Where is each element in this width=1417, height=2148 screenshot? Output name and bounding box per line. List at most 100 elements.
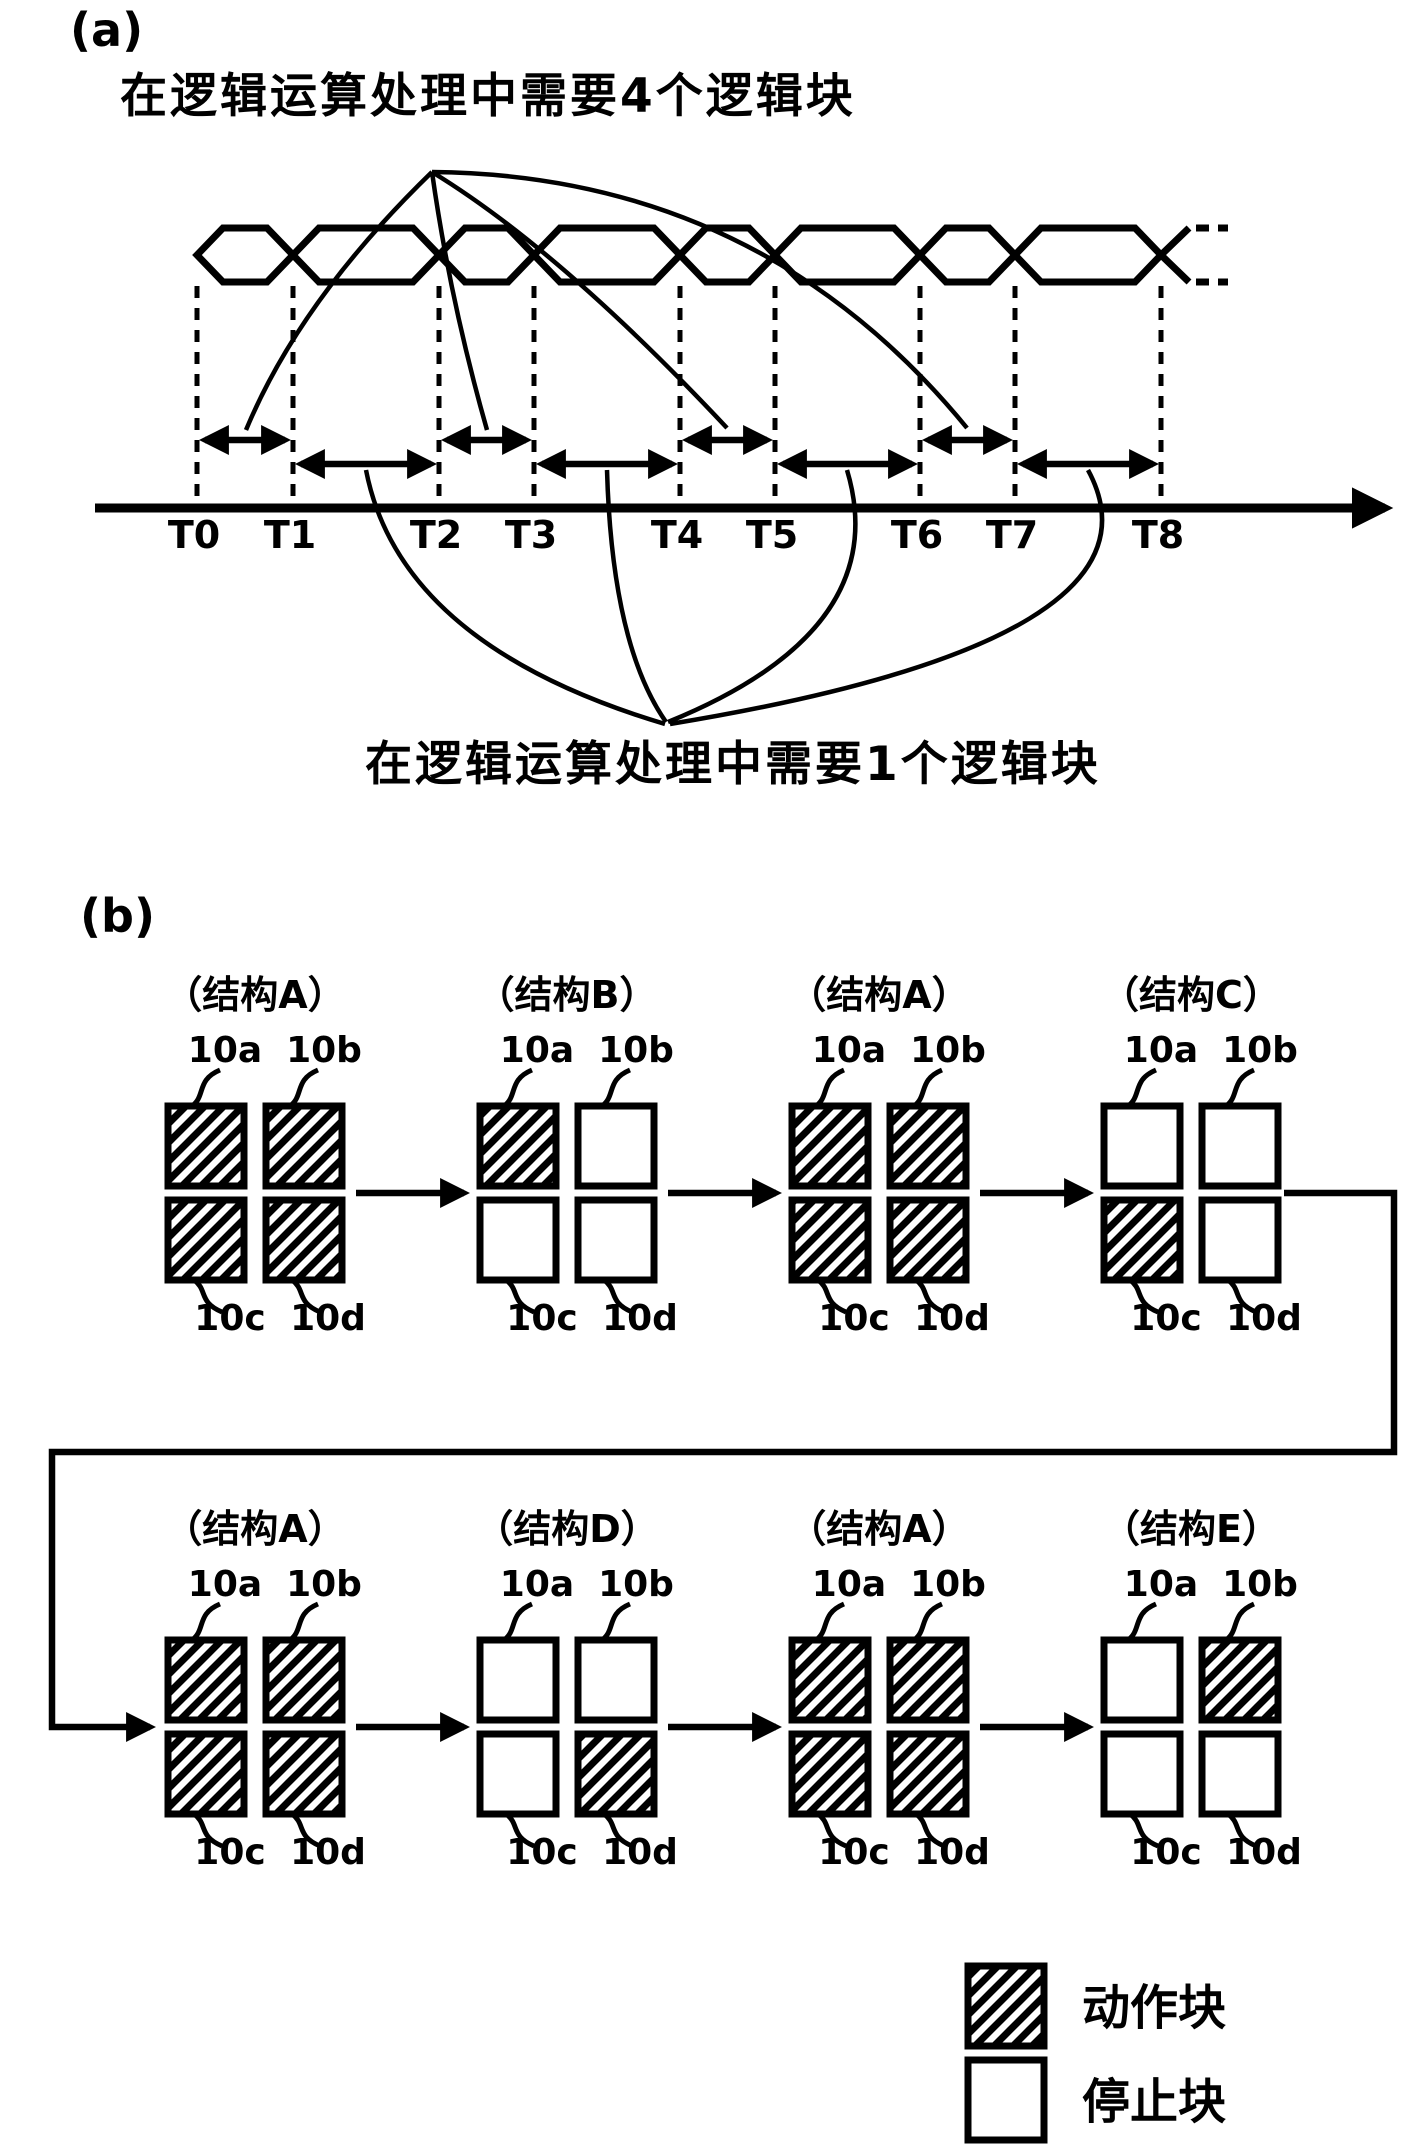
logic-block-10d [1198,1730,1282,1818]
legend-stopped-label: 停止块 [1082,2074,1226,2130]
logic-block-10b [1198,1102,1282,1190]
time-label: T5 [746,513,798,557]
logic-block-10a [1100,1102,1184,1190]
block-leader [288,1601,320,1643]
block-leader [192,1811,224,1849]
structure-label: （结构E） [1102,1507,1280,1551]
time-label: T2 [410,513,462,557]
block-label-10a: 10a [500,1030,574,1071]
block-leader [192,1277,224,1315]
logic-block-10b [262,1636,346,1724]
block-leader [1226,1811,1258,1849]
block-leader [1126,1601,1158,1643]
block-leader [602,1277,634,1315]
logic-block-10d [1198,1196,1282,1284]
block-label-10c: 10c [818,1832,889,1873]
block-label-10a: 10a [1124,1030,1198,1071]
block-label-10a: 10a [188,1030,262,1071]
block-leader [502,1601,534,1643]
block-leader [914,1277,946,1315]
block-leader [504,1277,536,1315]
block-label-10d: 10d [1226,1298,1302,1339]
logic-block-10a [476,1636,560,1724]
bus-signal-cell [529,224,685,286]
logic-block-10b [886,1102,970,1190]
logic-block-10c [164,1196,248,1284]
block-label-10b: 10b [598,1564,674,1605]
routing-connector [48,1189,1398,1742]
logic-block-10b [574,1636,658,1724]
block-label-10c: 10c [194,1298,265,1339]
logic-block-10d [886,1196,970,1284]
block-label-10a: 10a [812,1030,886,1071]
block-label-10b: 10b [910,1564,986,1605]
bus-signal-cell [915,224,1020,286]
bottom-annotation-fan [363,468,1105,727]
annotation-bottom: 在逻辑运算处理中需要1个逻辑块 [365,737,1101,792]
logic-block-10c [1100,1730,1184,1818]
logic-block-10b [886,1636,970,1724]
bus-continuation-dashes [1196,224,1228,286]
block-label-10c: 10c [1130,1298,1201,1339]
structure-label: （结构C） [1101,973,1281,1017]
block-leader [502,1067,534,1109]
block-leader [1126,1067,1158,1109]
block-label-10d: 10d [914,1298,990,1339]
block-leader [504,1811,536,1849]
logic-block-10c [476,1196,560,1284]
block-leader [600,1067,632,1109]
block-label-10d: 10d [602,1298,678,1339]
top-annotation-fan [243,169,969,431]
logic-block-10d [574,1730,658,1818]
logic-block-10d [262,1196,346,1284]
block-leader [816,1811,848,1849]
logic-block-10d [262,1730,346,1818]
time-label: T4 [651,513,703,557]
block-label-10a: 10a [1124,1564,1198,1605]
logic-block-10a [1100,1636,1184,1724]
block-leader [1226,1277,1258,1315]
time-label: T1 [264,513,316,557]
block-label-10d: 10d [602,1832,678,1873]
block-label-10d: 10d [1226,1832,1302,1873]
block-leader [816,1277,848,1315]
block-label-10c: 10c [818,1298,889,1339]
block-label-10c: 10c [1130,1832,1201,1873]
block-leader [190,1601,222,1643]
block-leader [1128,1277,1160,1315]
time-label: T3 [505,513,557,557]
bus-signal-tail [1158,225,1192,285]
logic-block-10a [788,1636,872,1724]
block-leader [602,1811,634,1849]
annotation-leader-curve [243,170,434,431]
block-label-10a: 10a [500,1564,574,1605]
annotation-top: 在逻辑运算处理中需要4个逻辑块 [120,69,856,124]
annotation-leader-curve [604,469,668,724]
logic-block-10d [886,1730,970,1818]
legend-stopped-swatch [964,2056,1048,2144]
bus-signal-cell [434,224,539,286]
block-leader [912,1601,944,1643]
annotation-leader-curve [669,468,1105,727]
logic-block-10a [164,1636,248,1724]
logic-block-10b [1198,1636,1282,1724]
panel-b-label: (b) [80,889,155,943]
block-label-10a: 10a [188,1564,262,1605]
logic-block-10c [164,1730,248,1818]
annotation-leader-curve [667,469,858,725]
block-leader [290,1277,322,1315]
logic-block-10b [574,1102,658,1190]
logic-block-10c [1100,1196,1184,1284]
block-label-10d: 10d [290,1298,366,1339]
block-leader [1224,1067,1256,1109]
bus-signal-cell [192,224,298,286]
block-label-10b: 10b [598,1030,674,1071]
logic-block-10b [262,1102,346,1190]
